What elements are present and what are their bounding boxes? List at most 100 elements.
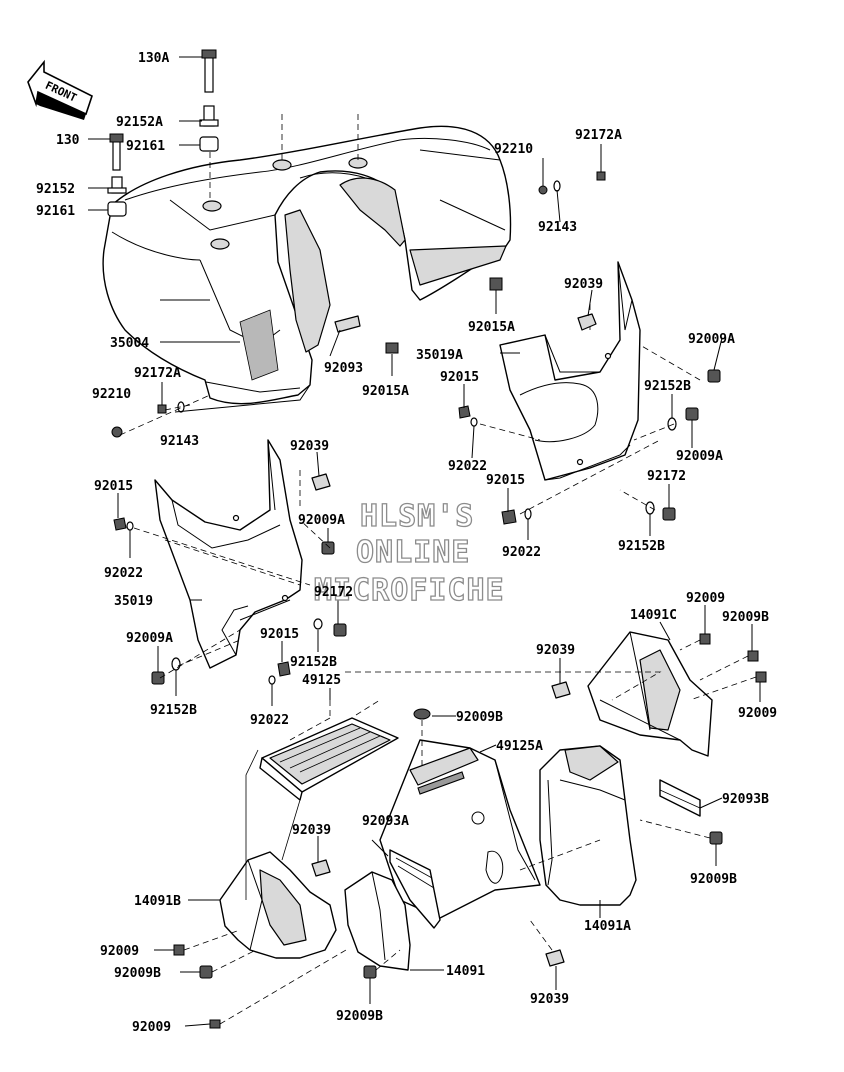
screw-92009B-c — [413, 708, 431, 720]
part-label[interactable]: 92172 — [647, 469, 686, 484]
part-label[interactable]: 92152 — [36, 182, 75, 197]
part-label[interactable]: 92015 — [486, 473, 525, 488]
part-label[interactable]: 92093B — [722, 792, 769, 807]
bolt-92172A-r — [596, 171, 606, 181]
bar-92093A — [389, 849, 441, 929]
grommet-92161-b — [107, 201, 127, 217]
inner-fender-35019A — [499, 261, 641, 481]
washer-92152B-r1 — [667, 417, 677, 431]
washer-92022-l1 — [126, 521, 134, 531]
part-label[interactable]: 92009 — [686, 591, 725, 606]
part-label[interactable]: 92009A — [676, 449, 723, 464]
part-label[interactable]: 92022 — [104, 566, 143, 581]
part-label[interactable]: 49125 — [302, 673, 341, 688]
bolt-92009B-rt — [747, 650, 759, 662]
part-label[interactable]: 92152B — [290, 655, 337, 670]
part-label[interactable]: 92152B — [644, 379, 691, 394]
guard-49125A — [379, 739, 541, 919]
bolt-92009B-bl — [199, 965, 213, 979]
part-label[interactable]: 14091A — [584, 919, 631, 934]
washer-92210-l — [111, 426, 123, 438]
part-label[interactable]: 92152A — [116, 115, 163, 130]
part-label[interactable]: 92152B — [150, 703, 197, 718]
screw-92039-l — [311, 473, 331, 491]
part-label[interactable]: 92009A — [298, 513, 345, 528]
washer-92022-r2 — [524, 508, 532, 520]
part-label[interactable]: 92022 — [250, 713, 289, 728]
part-label[interactable]: 92172A — [575, 128, 622, 143]
part-label[interactable]: 92022 — [448, 459, 487, 474]
part-labels: 130A 92152A 130 92161 92152 92161 35004 … — [36, 51, 777, 1035]
part-label[interactable]: 14091 — [446, 964, 485, 979]
part-label[interactable]: 92015A — [362, 384, 409, 399]
shroud-14091A — [539, 745, 637, 906]
part-label[interactable]: 92093A — [362, 814, 409, 829]
clip-92015A-mid — [385, 342, 399, 354]
leader-lines — [88, 56, 761, 1027]
part-label[interactable]: 92093 — [324, 361, 363, 376]
part-label[interactable]: 92210 — [494, 142, 533, 157]
part-label[interactable]: 35019 — [114, 594, 153, 609]
part-label[interactable]: 92009 — [738, 706, 777, 721]
washer-92210-r — [538, 185, 548, 195]
part-label[interactable]: 92039 — [530, 992, 569, 1007]
part-label[interactable]: 92015 — [94, 479, 133, 494]
part-label[interactable]: 92009B — [114, 966, 161, 981]
part-label[interactable]: 92172 — [314, 585, 353, 600]
part-label[interactable]: 92009B — [690, 872, 737, 887]
bolt-92009-rt1 — [699, 633, 711, 645]
hardware-130A — [201, 49, 217, 93]
fender-35004 — [102, 110, 512, 405]
collar-92152 — [107, 176, 127, 194]
part-label[interactable]: 92143 — [538, 220, 577, 235]
bolt-92009B-b — [363, 965, 377, 979]
part-label[interactable]: 49125A — [496, 739, 543, 754]
bar-92093B — [659, 779, 701, 817]
bolt-92009-bl1 — [173, 944, 185, 956]
part-label[interactable]: 92152B — [618, 539, 665, 554]
watermark: HLSM'S ONLINE MICROFICHE — [313, 498, 504, 608]
bolt-92172A-l — [157, 404, 167, 414]
part-label[interactable]: 92009B — [336, 1009, 383, 1024]
part-label[interactable]: 130A — [138, 51, 169, 66]
part-label[interactable]: 92039 — [292, 823, 331, 838]
part-label[interactable]: 92009B — [722, 610, 769, 625]
nut-92015-r2 — [501, 509, 517, 525]
part-label[interactable]: 92009A — [126, 631, 173, 646]
shroud-14091C — [587, 631, 713, 757]
part-label[interactable]: 92022 — [502, 545, 541, 560]
washer-92015-l2 — [277, 661, 291, 677]
bracket-92093-top — [334, 315, 361, 333]
bolt-92009-bl2 — [209, 1019, 221, 1029]
washer-92143-r — [553, 180, 561, 192]
part-label[interactable]: 35019A — [416, 348, 463, 363]
bolt-92009A-l2 — [151, 671, 165, 685]
part-label[interactable]: 92009 — [132, 1020, 171, 1035]
part-label[interactable]: 92161 — [126, 139, 165, 154]
part-label[interactable]: 92015 — [260, 627, 299, 642]
part-label[interactable]: 92015 — [440, 370, 479, 385]
washer-92015-r — [458, 405, 471, 419]
part-label[interactable]: 92009 — [100, 944, 139, 959]
part-label[interactable]: 130 — [56, 133, 80, 148]
part-label[interactable]: 92039 — [564, 277, 603, 292]
part-label[interactable]: 14091B — [134, 894, 181, 909]
grommet-92161-a — [199, 136, 219, 152]
bolt-92009-rt2 — [755, 671, 767, 683]
screw-92039-c — [551, 681, 571, 699]
part-label[interactable]: 92039 — [290, 439, 329, 454]
part-label[interactable]: 92009B — [456, 710, 503, 725]
part-label[interactable]: 92172A — [134, 366, 181, 381]
part-label[interactable]: 92009A — [688, 332, 735, 347]
washer-92022-l2 — [268, 675, 276, 685]
part-label[interactable]: 92039 — [536, 643, 575, 658]
part-label[interactable]: 92210 — [92, 387, 131, 402]
washer-92022-r1 — [470, 417, 478, 427]
watermark-line-1: HLSM'S — [360, 499, 474, 534]
part-label[interactable]: 35004 — [110, 336, 149, 351]
part-label[interactable]: 14091C — [630, 608, 677, 623]
part-label[interactable]: 92143 — [160, 434, 199, 449]
part-label[interactable]: 92015A — [468, 320, 515, 335]
part-label[interactable]: 92161 — [36, 204, 75, 219]
